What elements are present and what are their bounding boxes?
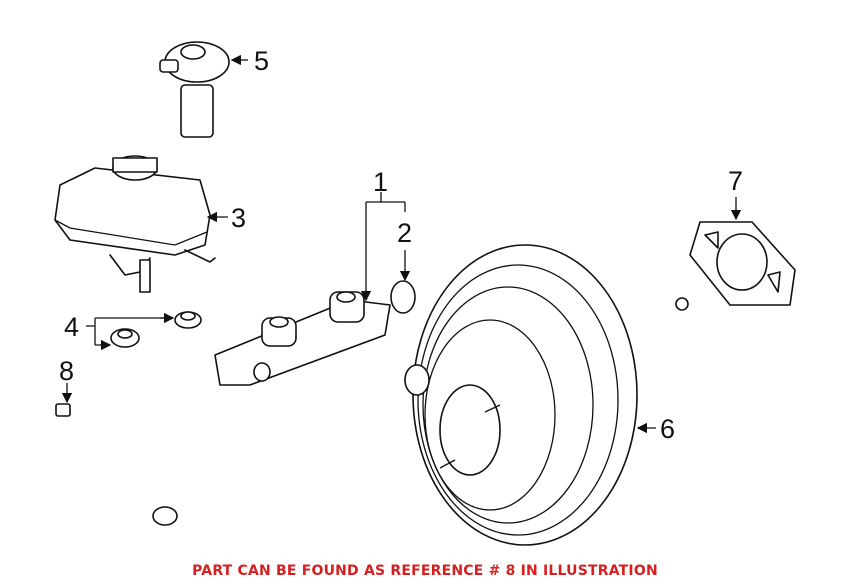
part-3-fluid-reservoir[interactable] <box>54 155 216 293</box>
callout-5: 5 <box>254 46 269 76</box>
callout-4: 4 <box>64 312 79 342</box>
callout-3: 3 <box>231 203 246 233</box>
callout-7: 7 <box>728 166 743 196</box>
part-5-reservoir-cap-sensor[interactable] <box>159 41 230 138</box>
part-7-gasket[interactable] <box>689 221 796 306</box>
part-8-hose[interactable] <box>55 403 178 537</box>
leader-lines <box>61 54 742 434</box>
part-2-o-ring[interactable] <box>390 280 416 314</box>
callout-2: 2 <box>397 218 412 248</box>
part-6-brake-booster[interactable] <box>404 244 689 546</box>
callout-8: 8 <box>59 356 74 386</box>
callout-1: 1 <box>373 167 388 197</box>
part-1-master-cylinder[interactable] <box>214 291 391 386</box>
reference-note: PART CAN BE FOUND AS REFERENCE # 8 IN IL… <box>192 563 658 579</box>
part-4-grommets[interactable] <box>110 311 202 348</box>
callout-6: 6 <box>660 414 675 444</box>
